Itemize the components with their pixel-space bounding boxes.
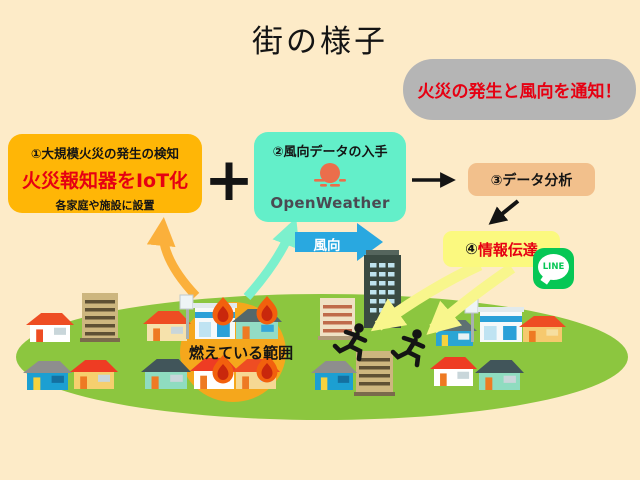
- fire-icon: [212, 355, 234, 384]
- step4-number: ④: [465, 240, 478, 258]
- building-house: [311, 361, 357, 390]
- step2-heading: ②風向データの入手: [272, 145, 388, 160]
- line-app-icon: LINE: [533, 248, 574, 289]
- building-house: [141, 359, 191, 389]
- step1-sub: 各家庭や施設に設置: [55, 199, 155, 212]
- notify-arrow-1: [370, 260, 483, 332]
- notify-arrow-2: [426, 263, 516, 335]
- step4-label: 情報伝達: [477, 240, 538, 259]
- building-house: [26, 313, 74, 342]
- notification-bubble: 火災の発生と風向を通知！: [403, 59, 636, 120]
- building-house: [430, 357, 477, 386]
- plus-sign: +: [203, 145, 255, 215]
- wind-direction-arrow: [295, 223, 383, 261]
- building-store: [464, 298, 524, 342]
- runner-icon: [390, 329, 426, 368]
- openweather-wordmark: OpenWeather: [270, 194, 390, 212]
- notification-text: 火災の発生と風向を通知！: [417, 82, 622, 102]
- openweather-logo-icon: [270, 162, 390, 194]
- winddata-up-arrow: [243, 217, 300, 300]
- step1-main: 火災報知器をIoT化: [21, 170, 189, 192]
- step3-label: ③データ分析: [490, 172, 573, 189]
- building-house: [143, 311, 191, 341]
- step1-heading: ①大規模火災の発生の検知: [30, 146, 180, 161]
- step1-box: ①大規模火災の発生の検知 火災報知器をIoT化 各家庭や施設に設置: [8, 134, 202, 213]
- building-house: [519, 316, 566, 342]
- building-house: [475, 360, 524, 390]
- step2-box: ②風向データの入手 OpenWeather: [254, 132, 406, 222]
- fire-icon: [212, 297, 234, 326]
- building-house: [70, 360, 118, 389]
- building-office: [80, 293, 120, 342]
- runner-icon: [332, 323, 368, 362]
- fire-icon: [256, 354, 278, 383]
- step3-box: ③データ分析: [468, 163, 595, 196]
- flow-arrow-3-4: [488, 199, 520, 225]
- burning-area-label: 燃えている範囲: [188, 344, 294, 362]
- detect-up-arrow: [146, 217, 200, 300]
- wind-arrow-label: 風向: [313, 238, 341, 254]
- fire-icon: [256, 296, 278, 325]
- line-bubble: LINE: [538, 254, 569, 280]
- building-office: [354, 351, 395, 396]
- page-title: 街の様子: [252, 24, 388, 60]
- building-house: [23, 361, 72, 390]
